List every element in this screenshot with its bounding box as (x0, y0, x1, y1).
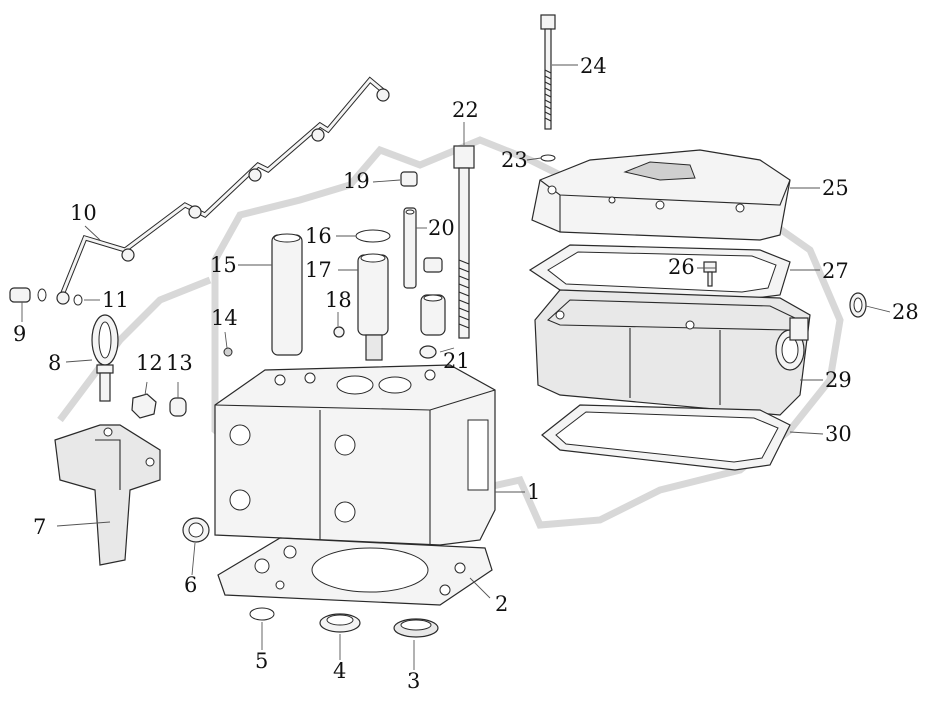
callout-10: 10 (70, 201, 97, 225)
part-16-o-ring (355, 229, 391, 243)
part-19-nut (400, 171, 418, 187)
part-4-seal (319, 613, 361, 633)
callout-12: 12 (136, 351, 163, 375)
callout-24: 24 (580, 54, 607, 78)
callout-28: 28 (892, 300, 919, 324)
part-1-cylinder-head (214, 364, 496, 546)
callout-16: 16 (305, 224, 332, 248)
callout-3: 3 (407, 669, 420, 693)
callout-1: 1 (527, 480, 540, 504)
callout-7: 7 (33, 515, 46, 539)
part-2-head-gasket (217, 537, 493, 606)
part-8-eye-bolt (91, 314, 119, 402)
part-6-seal (182, 517, 210, 543)
part-13-cap (169, 397, 187, 417)
callout-2: 2 (495, 592, 508, 616)
part-27-cover-gasket (528, 244, 791, 301)
callout-23: 23 (501, 148, 528, 172)
callout-20: 20 (428, 216, 455, 240)
callout-19: 19 (343, 169, 370, 193)
callout-18: 18 (325, 288, 352, 312)
part-24-long-bolt (540, 14, 556, 130)
part-20-stud (403, 207, 417, 289)
callout-25: 25 (822, 176, 849, 200)
part-9-fitting (9, 287, 47, 303)
part-23-washer (540, 154, 556, 162)
part-5-o-ring (249, 607, 275, 621)
callout-14: 14 (211, 306, 238, 330)
part-28-seal-ring (849, 292, 867, 318)
part-15-sleeve (271, 233, 303, 356)
part-29-rocker-housing (534, 289, 811, 416)
callout-15: 15 (210, 253, 237, 277)
part-17-injector (357, 253, 389, 361)
callout-21: 21 (443, 349, 470, 373)
callout-6: 6 (184, 573, 197, 597)
callout-11: 11 (102, 288, 129, 312)
callout-30: 30 (825, 422, 852, 446)
leader-lines (21, 64, 891, 670)
part-3-seal (393, 618, 439, 638)
callout-29: 29 (825, 368, 852, 392)
part-26-screw (703, 261, 717, 287)
callout-4: 4 (333, 659, 346, 683)
part-22-head-bolt (453, 145, 475, 339)
part-18-ball (333, 326, 345, 338)
callout-13: 13 (166, 351, 193, 375)
part-10-fuel-line (56, 76, 390, 305)
callout-22: 22 (452, 98, 479, 122)
part-14-pin (223, 347, 233, 357)
part-11-ring (73, 294, 83, 306)
callout-numbers: 1 2 3 4 5 6 7 8 9 10 11 12 13 14 15 16 1… (13, 54, 919, 693)
callout-8: 8 (48, 351, 61, 375)
callout-5: 5 (255, 649, 268, 673)
part-30-lower-gasket (541, 404, 791, 471)
callout-17: 17 (305, 258, 332, 282)
callout-26: 26 (668, 255, 695, 279)
part-7-bracket (54, 424, 161, 566)
callout-9: 9 (13, 322, 26, 346)
callout-27: 27 (822, 259, 849, 283)
part-21-nut (419, 257, 446, 359)
part-12-nut (131, 393, 157, 419)
part-25-valve-cover (531, 149, 791, 241)
